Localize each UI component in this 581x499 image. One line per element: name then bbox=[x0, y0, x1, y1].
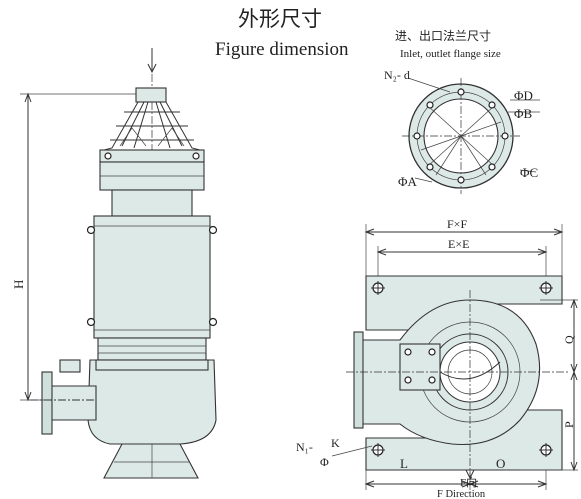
lifting-frame bbox=[99, 87, 205, 163]
dimension-h: H bbox=[11, 92, 136, 402]
dimension-l-o: L O bbox=[364, 456, 548, 490]
seal-housing bbox=[97, 337, 207, 361]
flange-title-chinese: 进、出口法兰尺寸 bbox=[395, 29, 491, 43]
label-o: O bbox=[496, 456, 505, 471]
anchor-hole-callout: N₁- K Φ bbox=[296, 436, 373, 469]
label-fxf: F×F bbox=[447, 217, 467, 231]
plan-view: F×F E×E bbox=[296, 217, 578, 499]
anchor-bolts bbox=[371, 281, 553, 457]
outlet-pipe bbox=[30, 359, 97, 435]
label-p: P bbox=[562, 421, 576, 428]
cable-cover bbox=[99, 149, 205, 163]
f-direction-marker: F向 F Direction bbox=[437, 469, 486, 499]
pump-volute bbox=[87, 359, 217, 445]
flange-bolt-holes bbox=[413, 88, 509, 184]
title-english: Figure dimension bbox=[215, 39, 349, 60]
dimension-q-p: Q P bbox=[520, 298, 578, 472]
label-f-cn: F向 bbox=[460, 475, 477, 489]
label-phi: Φ bbox=[320, 455, 329, 469]
motor-neck bbox=[111, 189, 193, 217]
label-phi-b: ΦB bbox=[514, 106, 533, 121]
label-phi-d: ΦD bbox=[514, 88, 533, 103]
label-l: L bbox=[400, 456, 408, 471]
label-f-en: F Direction bbox=[437, 489, 486, 499]
label-k: K bbox=[331, 436, 340, 450]
label-exe: E×E bbox=[448, 237, 469, 251]
label-phi-a: ΦA bbox=[398, 174, 418, 189]
lifting-lug bbox=[135, 87, 167, 103]
label-n2-d: N₂- d bbox=[384, 68, 410, 82]
base-stand bbox=[103, 443, 199, 479]
pump-side-view: H bbox=[11, 48, 218, 479]
title-chinese: 外形尺寸 bbox=[238, 7, 322, 31]
label-phi-c: ΦC bbox=[520, 165, 538, 180]
label-h: H bbox=[11, 280, 26, 289]
flange-detail: N₂- d ΦD ΦB ΦC ΦA bbox=[384, 68, 540, 194]
label-q: Q bbox=[562, 335, 576, 344]
outlet-flange bbox=[41, 371, 53, 435]
flange-title-english: Inlet, outlet flange size bbox=[400, 48, 501, 60]
motor-body bbox=[93, 215, 211, 339]
plan-outlet-flange bbox=[353, 331, 364, 429]
top-arrow bbox=[147, 48, 157, 74]
label-n1: N₁- bbox=[296, 440, 313, 454]
handhole-cover bbox=[59, 359, 81, 373]
